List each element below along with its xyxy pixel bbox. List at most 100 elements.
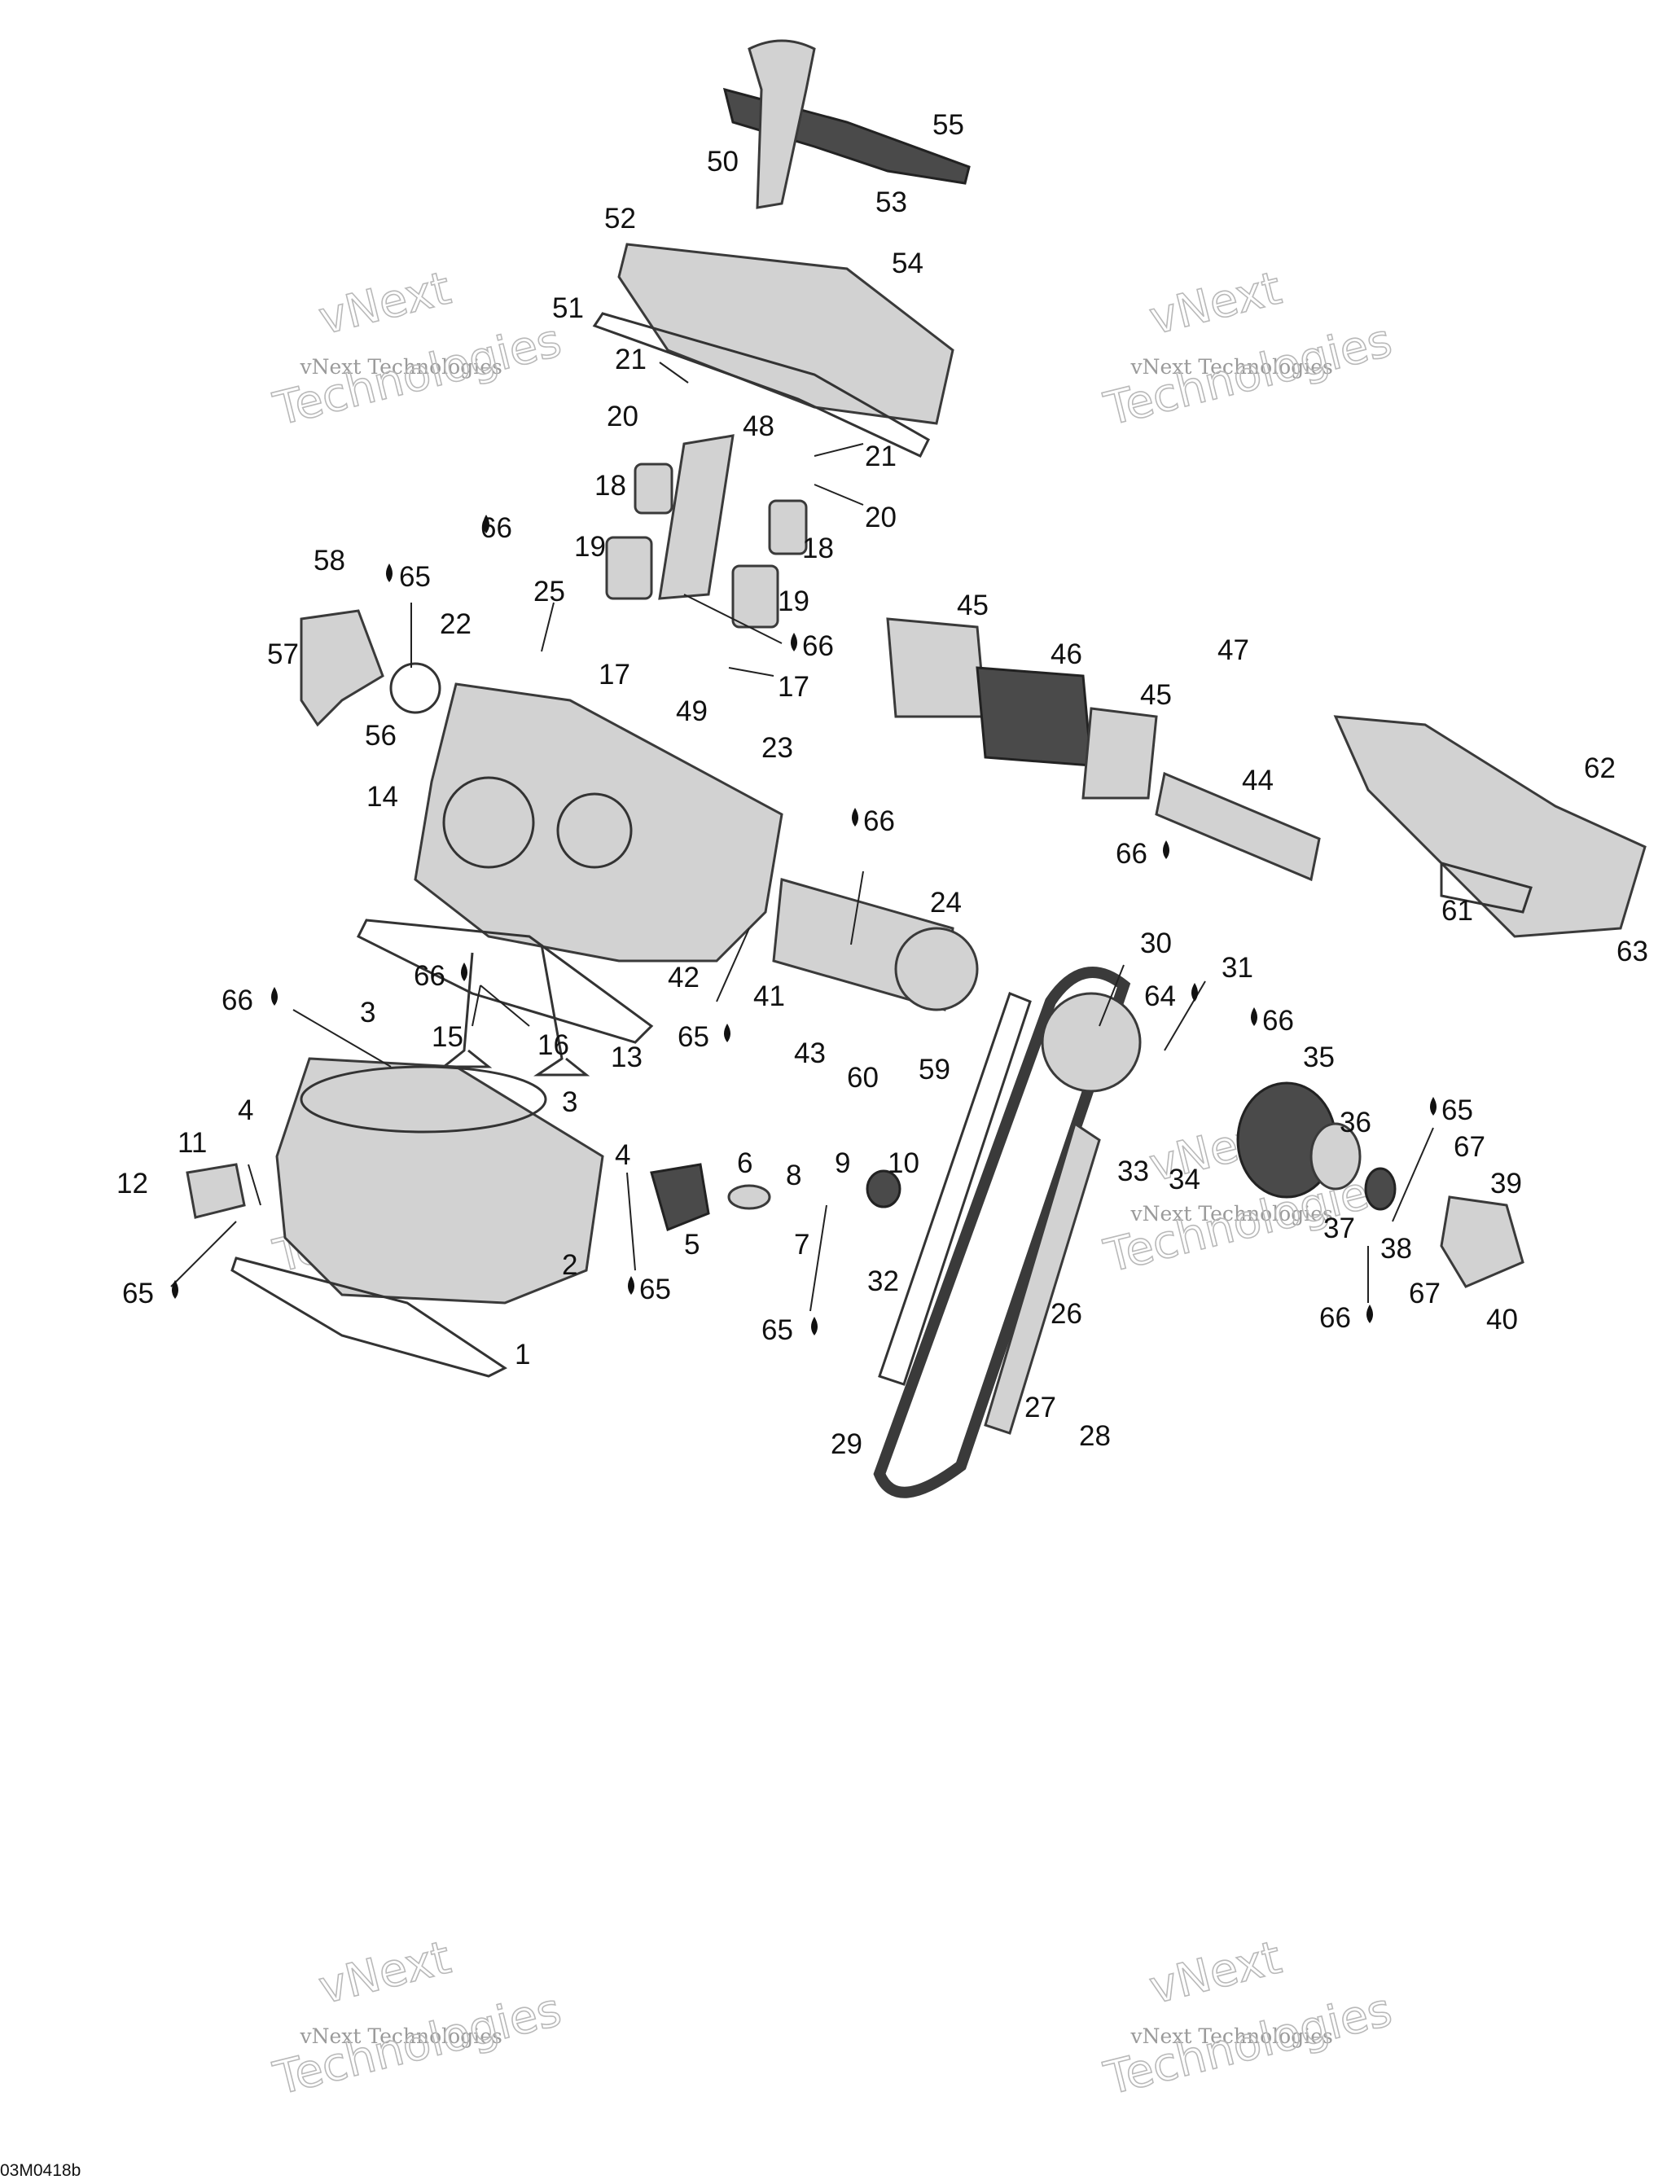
callout-25: 25 xyxy=(533,576,565,607)
watermark-bottom-right: vNext vNext Technologies Technologies xyxy=(1099,1931,1397,2107)
oil-droplet-icon xyxy=(271,987,278,1006)
part-cylinder-covers xyxy=(186,1163,901,1232)
callout-31: 31 xyxy=(1222,952,1253,984)
callout-54: 54 xyxy=(892,248,923,279)
part-head-gasket xyxy=(356,919,654,1044)
callout-6: 6 xyxy=(737,1147,752,1179)
callout-66: 66 xyxy=(1116,838,1147,870)
callout-24: 24 xyxy=(930,887,962,919)
callout-67: 67 xyxy=(1409,1278,1441,1309)
callout-58: 58 xyxy=(314,545,345,577)
svg-text:Technologies: Technologies xyxy=(269,1984,567,2106)
watermark-bottom-left: vNext vNext Technologies Technologies xyxy=(268,1931,567,2107)
part-intake-manifold xyxy=(1333,715,1647,938)
callout-15: 15 xyxy=(432,1021,463,1053)
part-valve-cover xyxy=(592,243,954,458)
callout-12: 12 xyxy=(116,1168,148,1199)
callout-8: 8 xyxy=(786,1160,801,1191)
callout-7: 7 xyxy=(794,1229,809,1261)
callout-23: 23 xyxy=(761,732,793,764)
oil-droplet-icon xyxy=(724,1024,730,1042)
callout-13: 13 xyxy=(611,1042,643,1073)
callout-36: 36 xyxy=(1340,1107,1371,1138)
callout-17: 17 xyxy=(778,671,809,703)
leader-lines xyxy=(170,362,1434,1312)
callout-44: 44 xyxy=(1242,765,1274,796)
callout-50: 50 xyxy=(707,146,739,178)
oil-droplet-icon xyxy=(852,808,858,827)
callout-11: 11 xyxy=(178,1127,207,1159)
callout-19: 19 xyxy=(778,585,809,617)
part-base-gasket xyxy=(230,1256,507,1378)
callout-18: 18 xyxy=(802,533,834,564)
part-cylinder-head xyxy=(414,682,783,963)
callout-29: 29 xyxy=(831,1428,862,1460)
callout-66: 66 xyxy=(414,960,445,992)
callout-41: 41 xyxy=(753,980,785,1012)
oil-droplet-icon xyxy=(483,515,489,533)
callout-66: 66 xyxy=(863,805,895,837)
part-coolant-elbow xyxy=(300,609,441,727)
svg-text:vNext Technologies: vNext Technologies xyxy=(1130,355,1332,379)
callout-45: 45 xyxy=(957,590,989,621)
callout-61: 61 xyxy=(1441,895,1473,927)
callout-10: 10 xyxy=(888,1147,919,1179)
callout-40: 40 xyxy=(1486,1304,1518,1335)
callout-64: 64 xyxy=(1144,980,1176,1012)
callout-62: 62 xyxy=(1584,752,1616,784)
callout-57: 57 xyxy=(267,638,299,670)
callout-65: 65 xyxy=(639,1274,671,1305)
oil-droplet-icon xyxy=(811,1317,818,1335)
oil-droplet-icon xyxy=(1163,840,1169,859)
svg-text:vNext Technologies: vNext Technologies xyxy=(1130,1202,1332,1226)
oil-droplet-icon xyxy=(1366,1305,1373,1323)
callout-47: 47 xyxy=(1217,634,1249,666)
callout-55: 55 xyxy=(932,109,964,141)
callout-39: 39 xyxy=(1490,1168,1522,1199)
callout-49: 49 xyxy=(676,695,708,727)
part-water-pump-assembly xyxy=(1236,1081,1524,1288)
part-rocker-assembly xyxy=(886,617,1321,882)
svg-text:vNext: vNext xyxy=(1144,1932,1286,2015)
callout-17: 17 xyxy=(599,659,630,691)
callout-59: 59 xyxy=(919,1054,950,1085)
callout-65: 65 xyxy=(1441,1094,1473,1126)
watermark-top-right: vNext vNext Technologies Technologies xyxy=(1099,261,1397,437)
callout-33: 33 xyxy=(1117,1156,1149,1187)
part-timing-chain xyxy=(873,967,1142,1498)
svg-text:vNext: vNext xyxy=(314,262,455,346)
callout-26: 26 xyxy=(1051,1298,1082,1330)
part-spark-plug-tube xyxy=(658,434,735,600)
callout-60: 60 xyxy=(847,1062,879,1094)
callout-66: 66 xyxy=(1262,1005,1294,1037)
callout-32: 32 xyxy=(867,1265,899,1297)
callout-4: 4 xyxy=(238,1094,253,1126)
svg-text:vNext Technologies: vNext Technologies xyxy=(1130,2024,1332,2048)
callout-66: 66 xyxy=(222,985,253,1016)
callout-66: 66 xyxy=(1319,1302,1351,1334)
svg-text:vNext: vNext xyxy=(1144,262,1286,346)
oil-droplet-icon xyxy=(461,963,467,981)
callout-27: 27 xyxy=(1024,1392,1056,1423)
part-camshaft xyxy=(772,878,979,1011)
oil-droplet-icons xyxy=(172,515,1437,1335)
callout-5: 5 xyxy=(684,1229,700,1261)
callout-2: 2 xyxy=(562,1249,577,1281)
callout-4: 4 xyxy=(615,1139,630,1171)
callout-21: 21 xyxy=(865,441,897,472)
callout-18: 18 xyxy=(594,470,626,502)
callout-19: 19 xyxy=(574,531,606,563)
callout-34: 34 xyxy=(1169,1164,1200,1195)
oil-droplet-icon xyxy=(628,1276,634,1295)
oil-droplet-icon xyxy=(1251,1007,1257,1026)
callout-65: 65 xyxy=(122,1278,154,1309)
part-cylinder xyxy=(275,1057,604,1305)
oil-droplet-icon xyxy=(1191,983,1198,1002)
callout-48: 48 xyxy=(743,410,774,442)
callout-45: 45 xyxy=(1140,679,1172,711)
callout-51: 51 xyxy=(552,292,584,324)
callout-66: 66 xyxy=(802,630,834,662)
callout-43: 43 xyxy=(794,1037,826,1069)
callout-46: 46 xyxy=(1051,638,1082,670)
